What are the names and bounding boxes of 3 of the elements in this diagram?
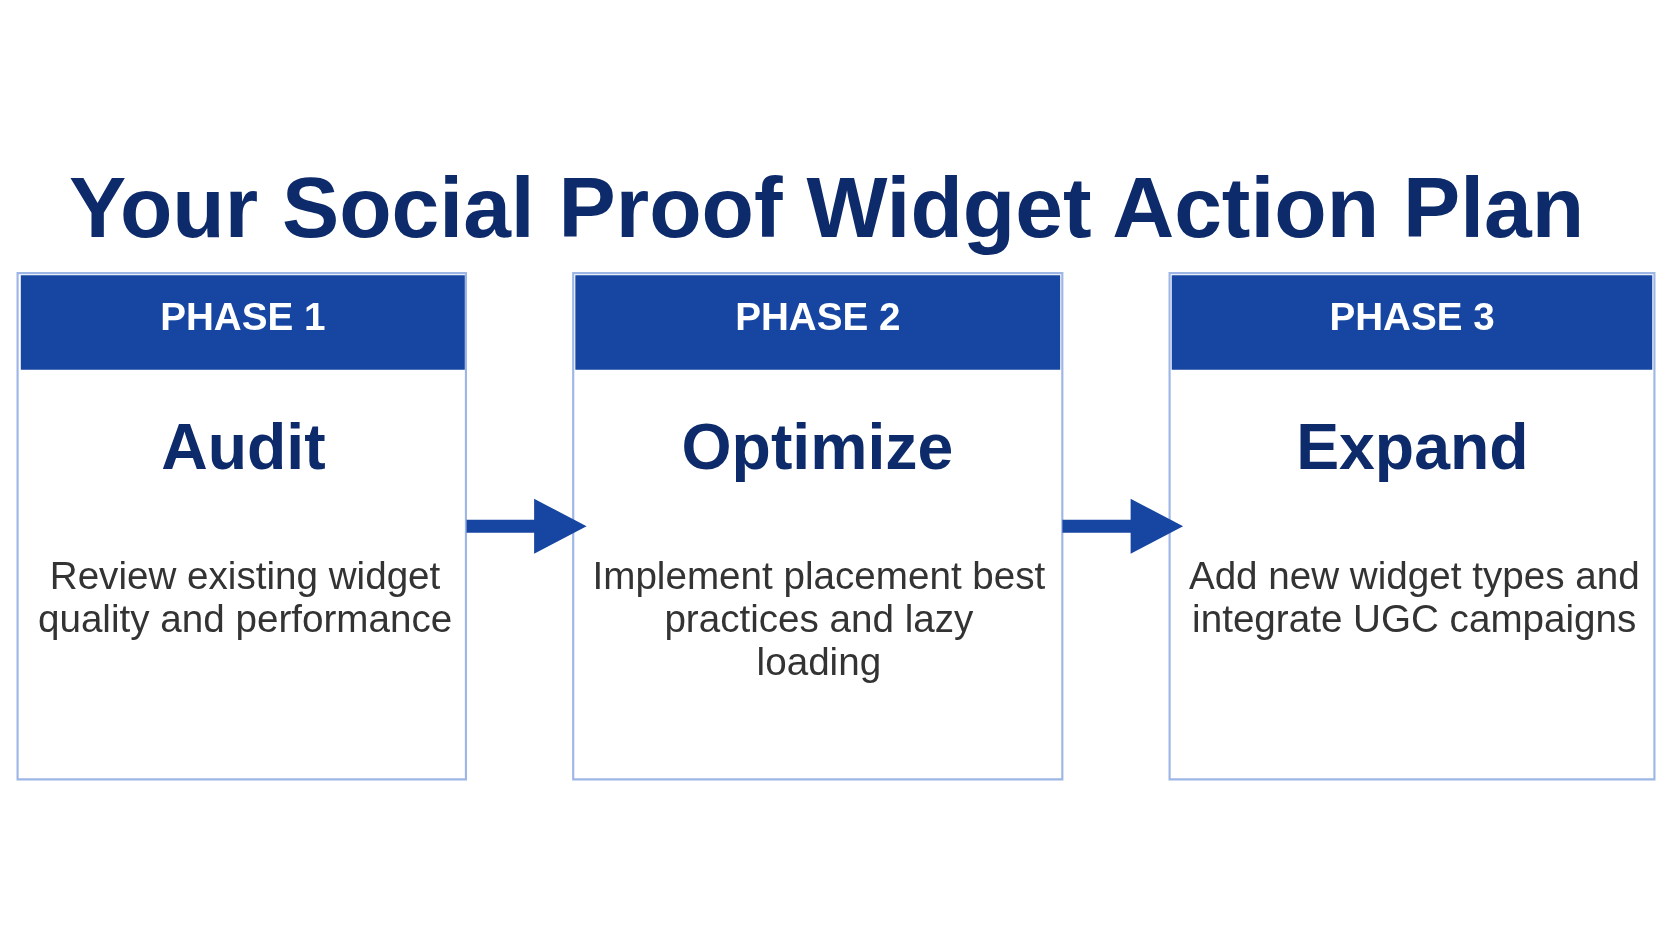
diagram-title: Your Social Proof Widget Action Plan [69,158,1585,255]
arrow [1062,498,1184,554]
arrow [466,498,587,554]
